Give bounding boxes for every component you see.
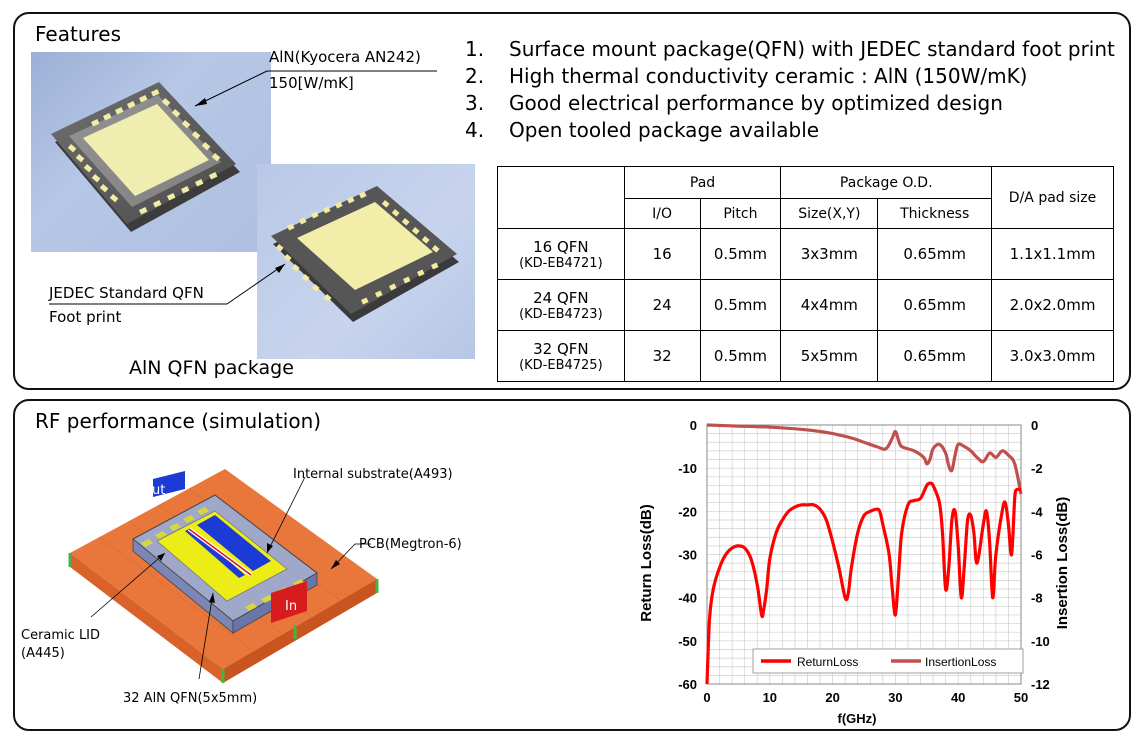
- header-da-pad-size: D/A pad size: [991, 166, 1114, 229]
- y2-tick-label: -10: [1031, 634, 1050, 649]
- header-package-od: Package O.D.: [780, 166, 993, 199]
- out-port-label: out: [144, 483, 166, 498]
- y-axis-label: Return Loss(dB): [638, 504, 655, 622]
- x-tick-label: 0: [703, 690, 710, 705]
- rf-3d-model: [68, 469, 379, 683]
- thermal-conductivity-label: 150[W/mK]: [269, 74, 354, 92]
- y-tick-label: 0: [690, 418, 697, 433]
- features-panel: Features: [13, 12, 1131, 390]
- x-axis-label: f(GHz): [838, 711, 877, 726]
- feature-item: 4.Open tooled package available: [465, 118, 820, 142]
- in-port-label: In: [285, 599, 298, 614]
- features-title: Features: [35, 22, 121, 46]
- row-pitch: 0.5mm: [699, 228, 782, 280]
- rf-title: RF performance (simulation): [35, 409, 322, 433]
- qfn-footprint-image: [271, 186, 459, 322]
- row-da: 3.0x3.0mm: [991, 330, 1114, 382]
- jedec-label: JEDEC Standard QFN: [49, 284, 204, 302]
- lid-material-label: (A445): [21, 646, 65, 661]
- row-io: 24: [623, 279, 701, 331]
- row-io: 32: [623, 330, 701, 382]
- spec-table: Pad Package O.D. D/A pad size I/O Pitch …: [497, 166, 1114, 382]
- y-tick-label: -10: [678, 461, 697, 476]
- header-pad: Pad: [623, 166, 782, 199]
- row-pitch: 0.5mm: [699, 279, 782, 331]
- row-size: 5x5mm: [780, 330, 879, 382]
- legend-insertion-loss-label: InsertionLoss: [925, 655, 996, 669]
- internal-substrate-label: Internal substrate(A493): [293, 467, 453, 482]
- feature-item: 1.Surface mount package(QFN) with JEDEC …: [465, 37, 1115, 61]
- package-caption: AlN QFN package: [129, 357, 294, 379]
- row-size: 3x3mm: [780, 228, 879, 280]
- footprint-label: Foot print: [49, 308, 122, 326]
- header-io: I/O: [623, 198, 701, 229]
- x-tick-label: 10: [763, 690, 777, 705]
- row-size: 4x4mm: [780, 279, 879, 331]
- qfn-size-label: 32 AlN QFN(5x5mm): [123, 691, 258, 706]
- header-pitch: Pitch: [699, 198, 782, 229]
- return-loss-line: [705, 481, 1022, 685]
- header-size: Size(X,Y): [780, 198, 879, 229]
- table-row: 24 QFN(KD-EB4723) 24 0.5mm 4x4mm 0.65mm …: [497, 279, 1114, 331]
- y2-axis-label: Insertion Loss(dB): [1054, 497, 1071, 630]
- y-tick-label: -50: [678, 634, 697, 649]
- x-tick-label: 30: [888, 690, 902, 705]
- table-corner: [497, 166, 625, 229]
- plot-frame: [706, 424, 1022, 685]
- table-subheader-row: I/O Pitch Size(X,Y) Thickness: [498, 198, 1114, 229]
- y2-tick-label: -12: [1031, 677, 1050, 692]
- y-tick-label: -60: [678, 677, 697, 692]
- row-pitch: 0.5mm: [699, 330, 782, 382]
- x-tick-label: 20: [825, 690, 839, 705]
- rf-chart: 0 10 20 30 40 50 0 -10 -20 -30 -40 -50 -60 0 -2 -4 -6 -8 -…: [638, 418, 1071, 726]
- y2-tick-label: -2: [1031, 461, 1043, 476]
- lid-label: Ceramic LID: [21, 628, 101, 643]
- row-name: 16 QFN(KD-EB4721): [497, 228, 625, 280]
- y2-tick-label: -4: [1031, 504, 1043, 519]
- y-tick-label: -20: [678, 504, 697, 519]
- y-tick-label: -30: [678, 548, 697, 563]
- table-row: 32 QFN(KD-EB4725) 32 0.5mm 5x5mm 0.65mm …: [497, 330, 1114, 382]
- insertion-loss-line: [706, 423, 1023, 495]
- row-da: 2.0x2.0mm: [991, 279, 1114, 331]
- row-io: 16: [623, 228, 701, 280]
- in-port: [271, 581, 307, 623]
- package-photo-small: [257, 164, 475, 359]
- legend-return-loss-label: ReturnLoss: [797, 655, 858, 669]
- row-name: 32 QFN(KD-EB4725): [497, 330, 625, 382]
- y2-tick-label: -6: [1031, 548, 1043, 563]
- qfn-package-image: [51, 82, 240, 232]
- chart-legend: ReturnLoss InsertionLoss: [752, 648, 1024, 674]
- chart-ticks: 0 10 20 30 40 50 0 -10 -20 -30 -40 -50 -60 0 -2 -4 -6 -8 -…: [678, 418, 1050, 705]
- y2-tick-label: -8: [1031, 591, 1043, 606]
- table-row: 16 QFN(KD-EB4721) 16 0.5mm 3x3mm 0.65mm …: [497, 228, 1114, 280]
- x-tick-label: 40: [951, 690, 965, 705]
- header-thickness: Thickness: [877, 198, 993, 229]
- pcb-label: PCB(Megtron-6): [359, 537, 462, 552]
- out-port: [153, 471, 185, 497]
- material-label: AlN(Kyocera AN242): [269, 48, 421, 66]
- y2-tick-label: 0: [1031, 418, 1038, 433]
- features-list: 1.Surface mount package(QFN) with JEDEC …: [465, 36, 1115, 144]
- row-da: 1.1x1.1mm: [991, 228, 1114, 280]
- row-name: 24 QFN(KD-EB4723): [497, 279, 625, 331]
- feature-item: 2.High thermal conductivity ceramic : Al…: [465, 64, 1028, 88]
- row-thickness: 0.65mm: [877, 330, 993, 382]
- rf-panel: RF performance (simulation): [13, 399, 1131, 731]
- row-thickness: 0.65mm: [877, 279, 993, 331]
- x-tick-label: 50: [1014, 690, 1028, 705]
- table-header-row: Pad Package O.D. D/A pad size: [497, 166, 1114, 229]
- package-photo-large: [31, 52, 271, 252]
- annotation-leaders: [49, 70, 437, 305]
- row-thickness: 0.65mm: [877, 228, 993, 280]
- y-tick-label: -40: [678, 591, 697, 606]
- feature-item: 3.Good electrical performance by optimiz…: [465, 91, 1003, 115]
